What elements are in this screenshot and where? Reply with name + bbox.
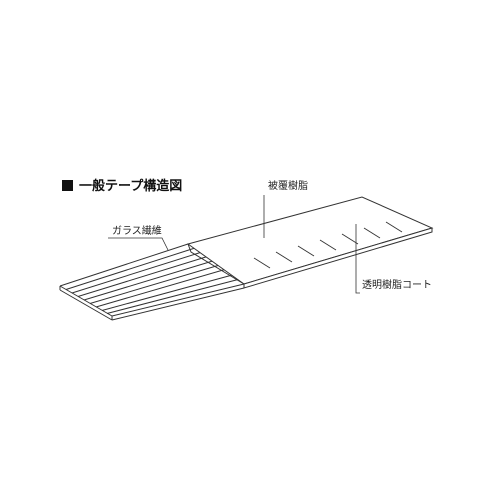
fiber-left-end [59, 285, 113, 317]
clear-coat-marks [253, 221, 403, 269]
coated-tape-body [186, 196, 434, 289]
label-coating-resin: 被覆樹脂 [268, 181, 308, 192]
fiber-strand [101, 273, 237, 311]
coat-mark [363, 227, 381, 239]
label-clear-resin-coat: 透明樹脂コート [362, 280, 432, 291]
fiber-bottom-edge [111, 283, 245, 317]
coat-mark [385, 221, 403, 233]
fiber-strand [95, 267, 231, 308]
tape-front-edge [243, 227, 433, 289]
leader-clear-resin-coat [355, 224, 360, 294]
fiber-strand [83, 259, 217, 301]
coat-mark [275, 251, 293, 263]
fiber-thickness [59, 289, 113, 321]
fiber-strand [65, 247, 196, 290]
diagram-title: 一般テープ構造図 [62, 179, 182, 195]
fiber-strand [89, 263, 224, 304]
fiber-top-edge [59, 243, 189, 287]
leader-lines [108, 195, 360, 294]
coat-mark [297, 245, 315, 257]
diagram-title-text: 一般テープ構造図 [79, 179, 183, 194]
fiber-strand [106, 278, 241, 314]
fiber-thickness [111, 287, 245, 321]
coat-mark [341, 233, 359, 245]
tape-cut-end [187, 243, 245, 285]
square-bullet-icon [62, 180, 73, 191]
glass-fiber-strands [59, 243, 245, 321]
leader-glass-fiber [108, 237, 169, 251]
coat-mark [253, 257, 271, 269]
coat-mark [319, 239, 337, 251]
fiber-strand [77, 255, 210, 297]
fiber-strand [71, 251, 203, 294]
label-glass-fiber: ガラス繊維 [112, 226, 162, 237]
